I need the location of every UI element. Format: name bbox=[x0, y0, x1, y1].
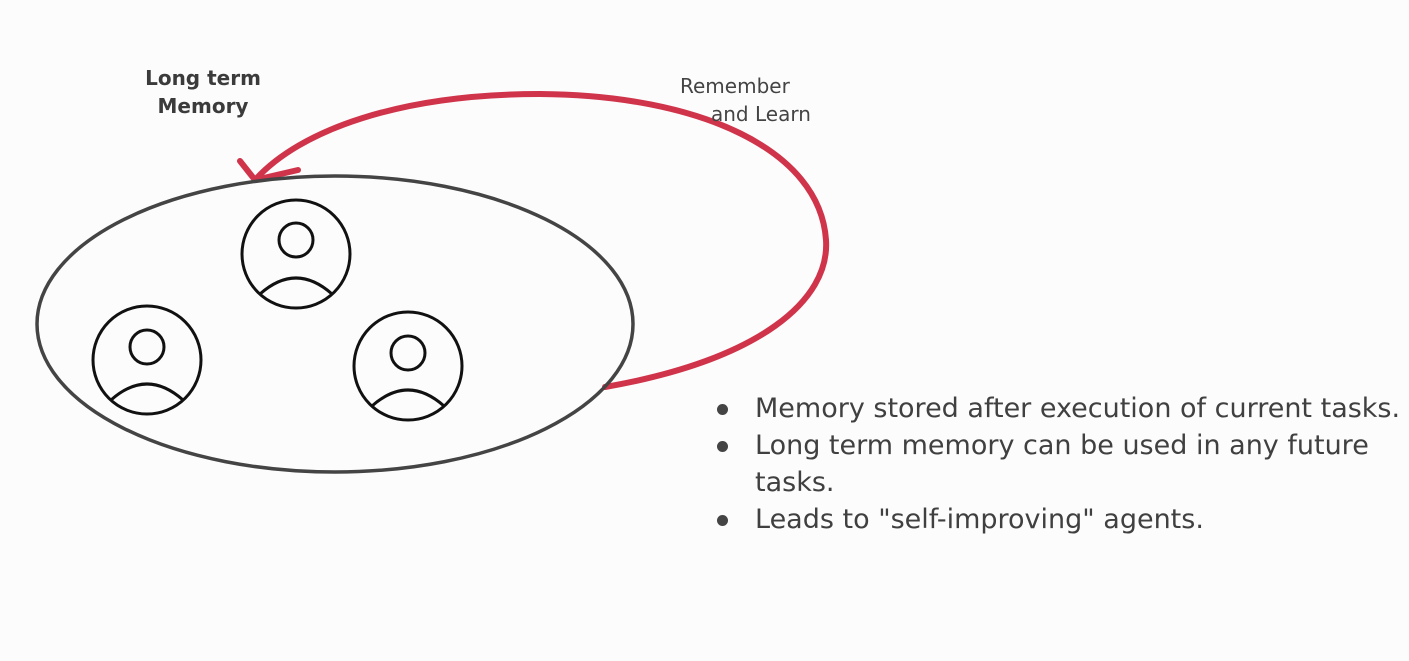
diagram-title: Long term Memory bbox=[128, 64, 278, 120]
bullet-dot-icon bbox=[717, 441, 728, 452]
bullet-list: Memory stored after execution of current… bbox=[712, 390, 1402, 538]
bullet-text: Long term memory can be used in any futu… bbox=[755, 430, 1369, 498]
arrow-label-line-1: Remember bbox=[680, 74, 790, 98]
bullet-item: Memory stored after execution of current… bbox=[712, 390, 1402, 427]
bullet-text: Leads to "self-improving" agents. bbox=[755, 504, 1204, 535]
arrow-label: Remember and Learn bbox=[668, 72, 838, 128]
memory-ellipse bbox=[35, 174, 635, 474]
arrow-head bbox=[237, 158, 301, 183]
bullet-dot-icon bbox=[717, 404, 728, 415]
user-icon bbox=[91, 304, 203, 416]
bullet-text: Memory stored after execution of current… bbox=[755, 393, 1401, 424]
bullet-item: Leads to "self-improving" agents. bbox=[712, 501, 1402, 538]
user-icon bbox=[352, 310, 464, 422]
title-line-1: Long term bbox=[145, 66, 261, 90]
bullet-item: Long term memory can be used in any futu… bbox=[712, 427, 1402, 501]
bullet-dot-icon bbox=[717, 515, 728, 526]
remember-learn-arrow bbox=[252, 90, 830, 390]
arrow-label-line-2: and Learn bbox=[711, 102, 811, 126]
user-icon bbox=[240, 198, 352, 310]
title-line-2: Memory bbox=[157, 94, 249, 118]
